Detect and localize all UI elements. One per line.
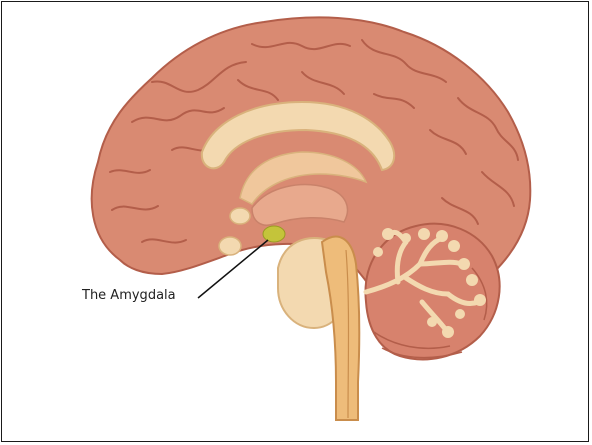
pituitary xyxy=(219,237,241,255)
amygdala xyxy=(263,226,285,242)
amygdala-label: The Amygdala xyxy=(82,288,176,303)
mammillary-body xyxy=(230,208,250,224)
brain-stem xyxy=(322,237,359,420)
